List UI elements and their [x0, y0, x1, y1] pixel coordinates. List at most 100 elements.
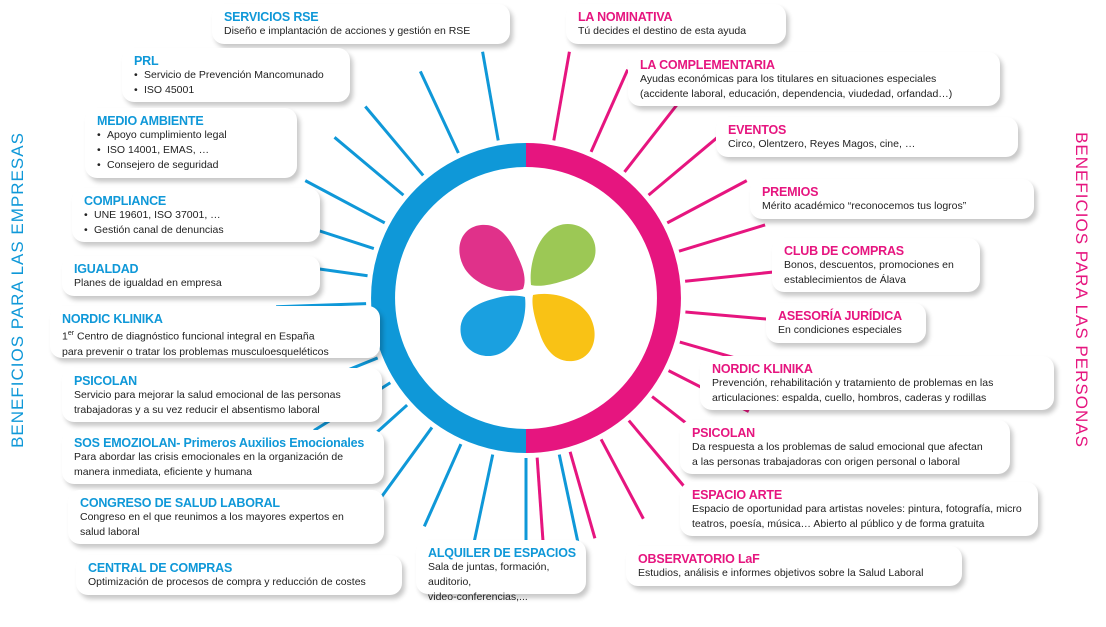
card-asesoria-juridica: ASESORÍA JURÍDICA En condiciones especia…	[766, 303, 926, 343]
spoke-line	[623, 100, 682, 173]
card-description: Circo, Olentzero, Reyes Magos, cine, …	[728, 138, 916, 150]
spoke-line	[568, 451, 597, 539]
spoke-line	[684, 270, 775, 283]
card-description: Servicio para mejorar la salud emocional…	[74, 389, 341, 401]
card-description: Mérito académico “reconocemos tus logros…	[762, 200, 967, 212]
card-psicolan-personas: PSICOLAN Da respuesta a los problemas de…	[680, 420, 1010, 474]
card-alquiler-de-espacios: ALQUILER DE ESPACIOS Sala de juntas, for…	[416, 540, 586, 603]
card-title: PRL	[134, 54, 159, 68]
card-description: Ayudas económicas para los titulares en …	[640, 73, 937, 85]
card-title: CLUB DE COMPRAS	[784, 244, 904, 258]
card-description-2: manera inmediata, eficiente y humana	[74, 466, 253, 478]
card-description-2: video-conferencias,...	[428, 591, 528, 603]
card-description: 1er Centro de diagnóstico funcional inte…	[62, 330, 315, 343]
card-description-2: articulaciones: espalda, cuello, hombros…	[712, 392, 987, 404]
card-title: ALQUILER DE ESPACIOS	[428, 546, 576, 560]
bullet-item: ISO 14001, EMAS, …	[97, 143, 287, 158]
spoke-line	[552, 51, 571, 141]
card-sos-emoziolan: SOS EMOZIOLAN- Primeros Auxilios Emocion…	[62, 430, 384, 484]
spoke-line	[647, 136, 719, 197]
logo-petal-green	[530, 223, 596, 286]
card-title: SOS EMOZIOLAN- Primeros Auxilios Emocion…	[74, 436, 365, 450]
card-title: LA COMPLEMENTARIA	[640, 58, 775, 72]
card-nordic-klinika-empresas: NORDIC KLINIKA 1er Centro de diagnóstico…	[50, 306, 380, 358]
spoke-line	[589, 69, 630, 153]
card-igualdad: IGUALDAD Planes de igualdad en empresa	[62, 256, 320, 296]
flower-logo	[459, 223, 596, 362]
card-title: LA NOMINATIVA	[578, 10, 673, 24]
card-description: Congreso en el que reunimos a los mayore…	[80, 511, 344, 523]
spoke-line	[481, 51, 500, 141]
card-la-nominativa: LA NOMINATIVA Tú decides el destino de e…	[566, 4, 786, 44]
bullet-item: Apoyo cumplimiento legal	[97, 128, 287, 143]
spoke-line	[422, 443, 463, 527]
card-description-2: para prevenir o tratar los problemas mus…	[62, 345, 329, 358]
card-congreso-salud-laboral: CONGRESO DE SALUD LABORAL Congreso en el…	[68, 490, 384, 544]
card-observatorio-laf: OBSERVATORIO LaF Estudios, análisis e in…	[626, 546, 962, 586]
card-description: Espacio de oportunidad para artistas nov…	[692, 503, 1022, 515]
card-description: Sala de juntas, formación, auditorio,	[428, 561, 550, 588]
spoke-line	[304, 179, 386, 225]
card-title: ASESORÍA JURÍDICA	[778, 309, 902, 323]
card-title: ESPACIO ARTE	[692, 488, 782, 502]
card-title: EVENTOS	[728, 123, 787, 137]
card-compliance: COMPLIANCE UNE 19601, ISO 37001, … Gesti…	[72, 188, 320, 242]
card-la-complementaria: LA COMPLEMENTARIA Ayudas económicas para…	[628, 52, 1000, 106]
card-description: Da respuesta a los problemas de salud em…	[692, 441, 983, 453]
card-description-2: teatros, poesía, música… Abierto al públ…	[692, 518, 985, 530]
card-title: NORDIC KLINIKA	[712, 362, 813, 376]
ring-blue-half	[371, 143, 527, 453]
bullet-item: Gestión canal de denuncias	[84, 223, 310, 238]
bullet-item: Servicio de Prevención Mancomunado	[134, 68, 340, 83]
card-central-de-compras: CENTRAL DE COMPRAS Optimización de proce…	[76, 555, 402, 595]
logo-petal-blue	[460, 295, 526, 357]
card-description: Optimización de procesos de compra y red…	[88, 576, 366, 588]
spoke-line	[472, 454, 495, 543]
spoke-line	[333, 136, 405, 197]
spoke-line	[627, 419, 688, 491]
spoke-line	[377, 426, 434, 502]
spoke-line	[685, 310, 776, 322]
card-nordic-klinika-personas: NORDIC KLINIKA Prevención, rehabilitació…	[700, 356, 1054, 410]
card-title: PSICOLAN	[74, 374, 137, 388]
card-description: Diseño e implantación de acciones y gest…	[224, 25, 471, 37]
ring-pink-half	[525, 143, 681, 453]
card-description: Bonos, descuentos, promociones en	[784, 259, 954, 271]
card-medio-ambiente: MEDIO AMBIENTE Apoyo cumplimiento legal …	[85, 108, 297, 178]
spoke-line	[364, 105, 425, 177]
card-description: Para abordar las crisis emocionales en l…	[74, 451, 344, 463]
card-title: OBSERVATORIO LaF	[638, 552, 760, 566]
side-label-personas: BENEFICIOS PARA LAS PERSONAS	[1072, 132, 1091, 448]
bullet-item: Consejero de seguridad	[97, 158, 287, 173]
spoke-line	[557, 454, 580, 543]
card-title: PREMIOS	[762, 185, 819, 199]
card-psicolan-empresas: PSICOLAN Servicio para mejorar la salud …	[62, 368, 382, 422]
card-eventos: EVENTOS Circo, Olentzero, Reyes Magos, c…	[716, 117, 1018, 157]
spoke-line	[666, 179, 748, 225]
card-bullet-list: Servicio de Prevención Mancomunado ISO 4…	[134, 68, 340, 98]
card-title: MEDIO AMBIENTE	[97, 114, 204, 128]
card-description: Planes de igualdad en empresa	[74, 277, 222, 289]
spoke-line	[678, 223, 766, 253]
card-description: Estudios, análisis e informes objetivos …	[638, 567, 924, 579]
card-servicios-rse: SERVICIOS RSE Diseño e implantación de a…	[212, 4, 510, 44]
card-description-2: salud laboral	[80, 526, 140, 538]
card-description-2: a las personas trabajadoras con origen p…	[692, 456, 960, 468]
card-bullet-list: Apoyo cumplimiento legal ISO 14001, EMAS…	[97, 128, 287, 173]
card-title: CONGRESO DE SALUD LABORAL	[80, 496, 280, 510]
card-description: Prevención, rehabilitación y tratamiento…	[712, 377, 994, 389]
card-description: Tú decides el destino de esta ayuda	[578, 25, 747, 37]
card-description-2: establecimientos de Álava	[784, 274, 906, 286]
card-prl: PRL Servicio de Prevención Mancomunado I…	[122, 48, 350, 102]
spoke-line	[599, 438, 645, 520]
card-description-2: trabajadoras y a su vez reducir el absen…	[74, 404, 320, 416]
card-description: En condiciones especiales	[778, 324, 902, 336]
card-title: PSICOLAN	[692, 426, 755, 440]
card-title: NORDIC KLINIKA	[62, 312, 163, 326]
side-label-empresas: BENEFICIOS PARA LAS EMPRESAS	[8, 132, 27, 448]
bullet-item: ISO 45001	[134, 83, 340, 98]
card-title: SERVICIOS RSE	[224, 10, 319, 24]
card-description-2: (accidente laboral, educación, dependenc…	[640, 88, 953, 100]
bullet-item: UNE 19601, ISO 37001, …	[84, 208, 310, 223]
